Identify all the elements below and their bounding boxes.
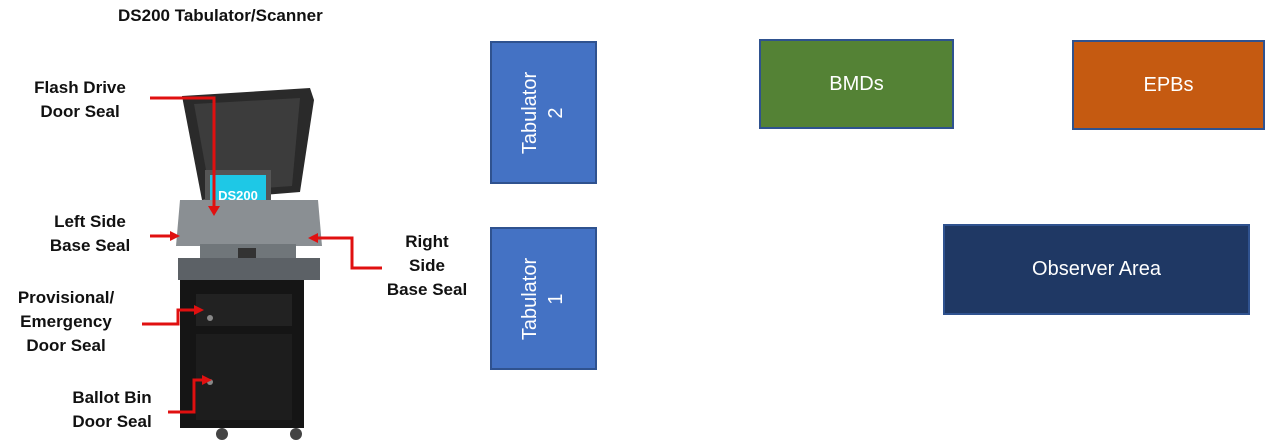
scanner-skirt <box>178 258 320 280</box>
flash-arrowhead <box>208 206 220 216</box>
arrowheads <box>170 206 318 385</box>
label-ballot-bin-seal: Ballot Bin Door Seal <box>72 388 152 431</box>
right-arrowhead <box>308 233 318 243</box>
scanner-lid-inner <box>194 98 300 192</box>
ballot-bin-door <box>196 334 292 420</box>
label-flash-drive-seal: Flash Drive Door Seal <box>34 78 126 121</box>
tabulator-2-box: Tabulator 2 <box>490 41 597 184</box>
label-right-side-seal: Right Side Base Seal <box>386 232 468 299</box>
diagram-title: DS200 Tabulator/Scanner <box>118 6 323 25</box>
tabulator-2-label: Tabulator 2 <box>519 71 568 154</box>
screen-logo: DS200 <box>218 188 258 203</box>
flash-drive-arrow <box>150 96 216 210</box>
emergency-lock <box>207 315 213 321</box>
tabulator-1-label: Tabulator 1 <box>519 257 568 340</box>
bmds-label: BMDs <box>829 72 884 95</box>
left-arrowhead <box>170 231 180 241</box>
emergency-door <box>196 294 292 326</box>
wheel-right <box>290 428 302 440</box>
scanner-slot <box>238 248 256 260</box>
seal-arrows <box>142 96 382 414</box>
right-seal-arrow <box>316 236 382 270</box>
wheel-left <box>216 428 228 440</box>
ballot-arrowhead <box>202 375 212 385</box>
epbs-label: EPBs <box>1143 73 1194 96</box>
tabulator-1-box: Tabulator 1 <box>490 227 597 370</box>
label-provisional-seal: Provisional/ Emergency Door Seal <box>17 288 115 355</box>
epbs-box: EPBs <box>1072 40 1265 130</box>
label-left-side-seal: Left Side Base Seal <box>49 212 131 255</box>
bmds-box: BMDs <box>759 39 954 129</box>
provisional-arrowhead <box>194 305 204 315</box>
observer-area-label: Observer Area <box>1032 258 1161 280</box>
ballot-seal-arrow <box>168 378 204 414</box>
scanner-base-top <box>176 200 322 246</box>
provisional-seal-arrow <box>142 308 196 326</box>
observer-area-box: Observer Area <box>943 224 1250 315</box>
